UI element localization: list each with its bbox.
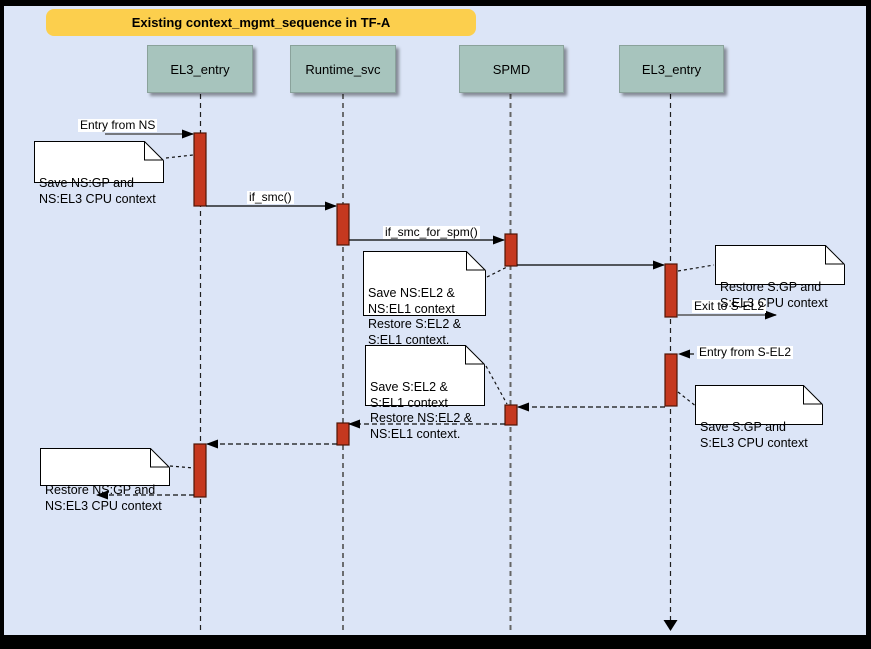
note-save-ns-el2: Save NS:EL2 & NS:EL1 context Restore S:E… xyxy=(363,251,486,347)
activation-runtime-svc-b xyxy=(336,422,350,446)
message-label-exit-to-s-el2: Exit to S-EL2 xyxy=(692,300,767,313)
activation-el3-entry-2-b xyxy=(664,353,678,407)
note-text: Restore NS:GP and NS:EL3 CPU context xyxy=(45,483,162,513)
activation-spmd-a xyxy=(504,233,518,267)
actor-label: SPMD xyxy=(492,61,531,77)
activation-el3-entry-1-a xyxy=(193,132,207,207)
note-save-s-gp: Save S:GP and S:EL3 CPU context xyxy=(695,385,823,450)
connector-note-6 xyxy=(169,465,195,469)
actor-label: EL3_entry xyxy=(170,61,230,77)
connector-note-1 xyxy=(165,154,194,159)
note-save-ns-gp: Save NS:GP and NS:EL3 CPU context xyxy=(34,141,164,206)
note-fold-icon xyxy=(144,141,164,161)
diagram-canvas xyxy=(4,6,866,635)
note-restore-ns-gp: Restore NS:GP and NS:EL3 CPU context xyxy=(40,448,170,513)
message-label-if-smc-for-spm: if_smc_for_spm() xyxy=(383,225,480,239)
connector-note-5 xyxy=(677,391,698,408)
note-fold-icon xyxy=(465,345,485,365)
activation-spmd-b xyxy=(504,404,518,426)
activation-runtime-svc-a xyxy=(336,203,350,246)
actor-el3-entry-1: EL3_entry xyxy=(147,45,253,93)
connector-note-3 xyxy=(677,264,715,272)
connector-note-2 xyxy=(486,266,508,278)
actor-runtime-svc: Runtime_svc xyxy=(290,45,396,93)
connector-note-4 xyxy=(485,365,508,405)
actor-el3-entry-2: EL3_entry xyxy=(619,45,724,93)
diagram-title: Existing context_mgmt_sequence in TF-A xyxy=(46,9,476,36)
lifeline-end-arrow-icon xyxy=(663,620,678,631)
note-restore-s-gp: Restore S:GP and S:EL3 CPU context xyxy=(715,245,845,310)
note-fold-icon xyxy=(825,245,845,265)
actor-spmd: SPMD xyxy=(459,45,564,93)
message-label-entry-from-s-el2: Entry from S-EL2 xyxy=(697,345,794,359)
actor-label: Runtime_svc xyxy=(305,61,381,77)
message-label-entry-from-ns: Entry from NS xyxy=(78,118,158,132)
note-text: Save NS:GP and NS:EL3 CPU context xyxy=(39,176,156,206)
note-fold-icon xyxy=(150,448,170,468)
note-save-s-el2: Save S:EL2 & S:EL1 context Restore NS:EL… xyxy=(365,345,485,441)
note-fold-icon xyxy=(803,385,823,405)
note-text: Save NS:EL2 & NS:EL1 context Restore S:E… xyxy=(368,286,462,347)
message-label-if-smc: if_smc() xyxy=(247,190,294,204)
note-text: Save S:GP and S:EL3 CPU context xyxy=(700,420,808,450)
note-text: Restore S:GP and S:EL3 CPU context xyxy=(720,280,828,310)
activation-el3-entry-1-b xyxy=(193,443,207,498)
note-text: Save S:EL2 & S:EL1 context Restore NS:EL… xyxy=(370,380,473,441)
activation-el3-entry-2-a xyxy=(664,263,678,318)
note-fold-icon xyxy=(466,251,486,271)
actor-label: EL3_entry xyxy=(641,61,702,77)
